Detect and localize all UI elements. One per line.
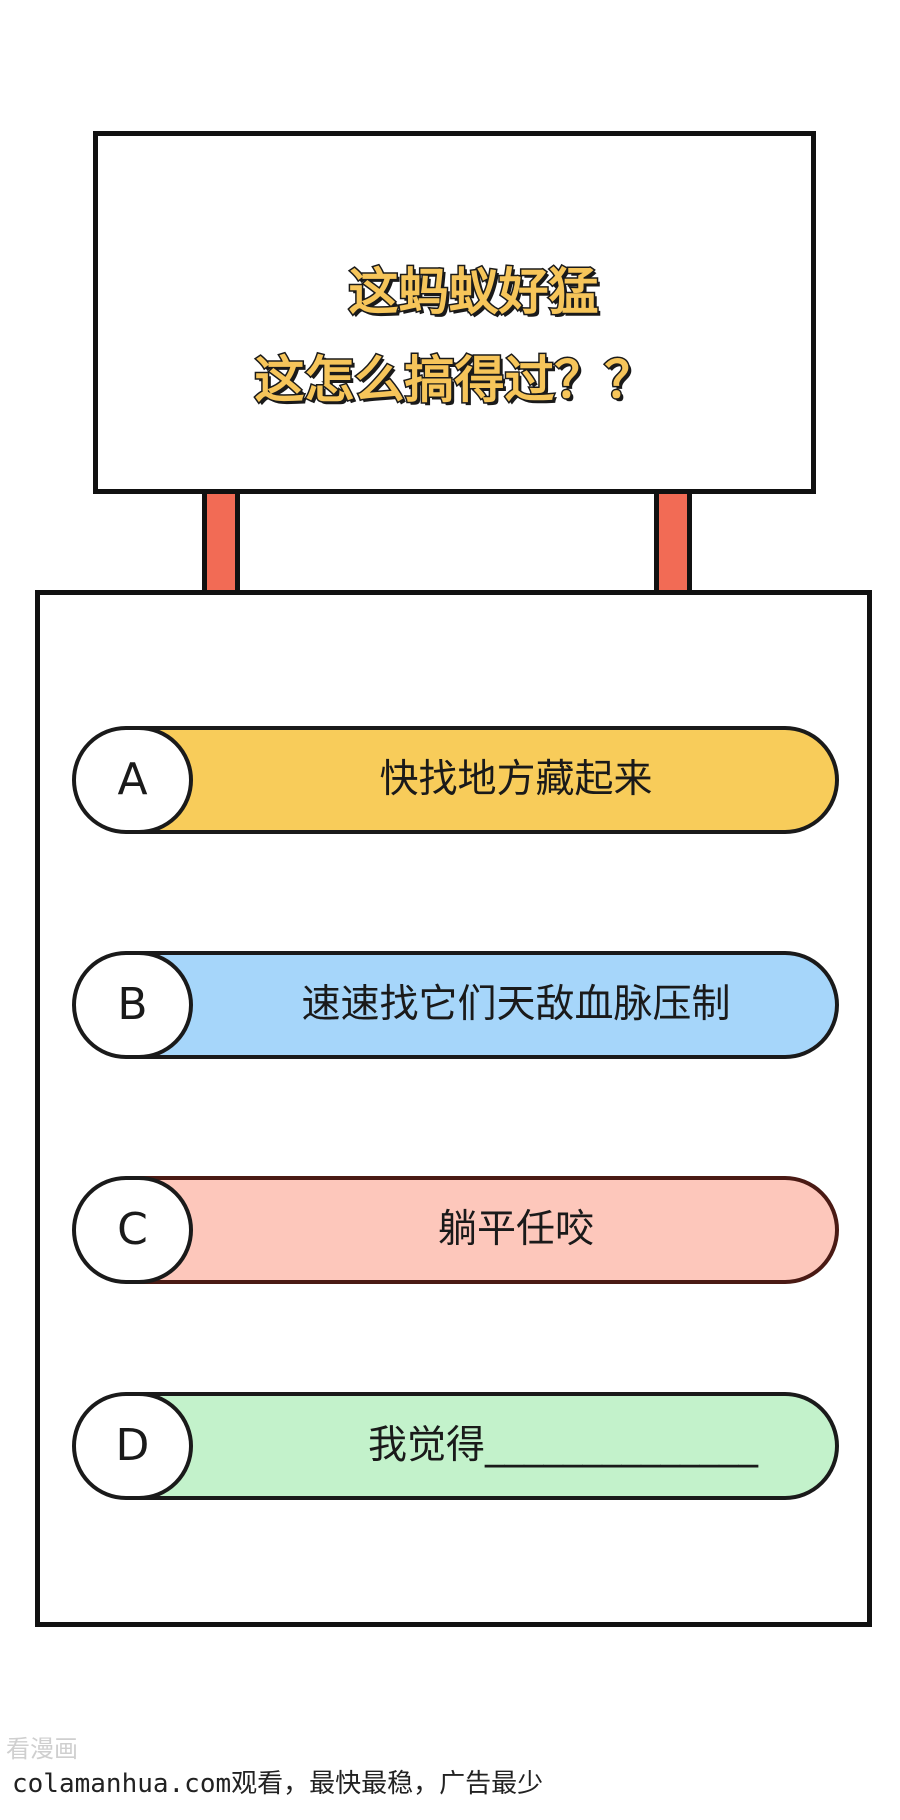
option-b[interactable]: B 速速找它们天敌血脉压制 <box>72 951 839 1059</box>
sign-board: 这蚂蚁好猛 这怎么搞得过？？ <box>93 131 816 494</box>
option-c-text: 躺平任咬 <box>437 1207 594 1252</box>
option-a[interactable]: A 快找地方藏起来 <box>72 726 839 834</box>
question-line-1: 这蚂蚁好猛 <box>347 262 600 323</box>
option-b-bar <box>127 951 839 1059</box>
option-d[interactable]: D 我觉得______________ <box>72 1392 839 1500</box>
option-b-letter: B <box>72 951 193 1059</box>
option-c[interactable]: C 躺平任咬 <box>72 1176 839 1284</box>
question-line-2: 这怎么搞得过？？ <box>253 350 656 411</box>
option-d-letter: D <box>72 1392 193 1500</box>
option-a-letter: A <box>72 726 193 834</box>
option-b-text: 速速找它们天敌血脉压制 <box>301 982 731 1027</box>
sign-post-left <box>202 494 240 590</box>
footer-text: colamanhua.com观看，最快最稳，广告最少 <box>12 1769 544 1799</box>
watermark: 看漫画 <box>6 1735 78 1763</box>
option-a-bar <box>127 726 839 834</box>
option-a-text: 快找地方藏起来 <box>379 757 653 802</box>
option-d-text: 我觉得______________ <box>368 1423 759 1468</box>
question-title: 这蚂蚁好猛 这怎么搞得过？？ <box>98 248 811 424</box>
option-c-bar <box>127 1176 839 1284</box>
sign-post-right <box>654 494 692 590</box>
option-d-bar <box>127 1392 839 1500</box>
option-c-letter: C <box>72 1176 193 1284</box>
